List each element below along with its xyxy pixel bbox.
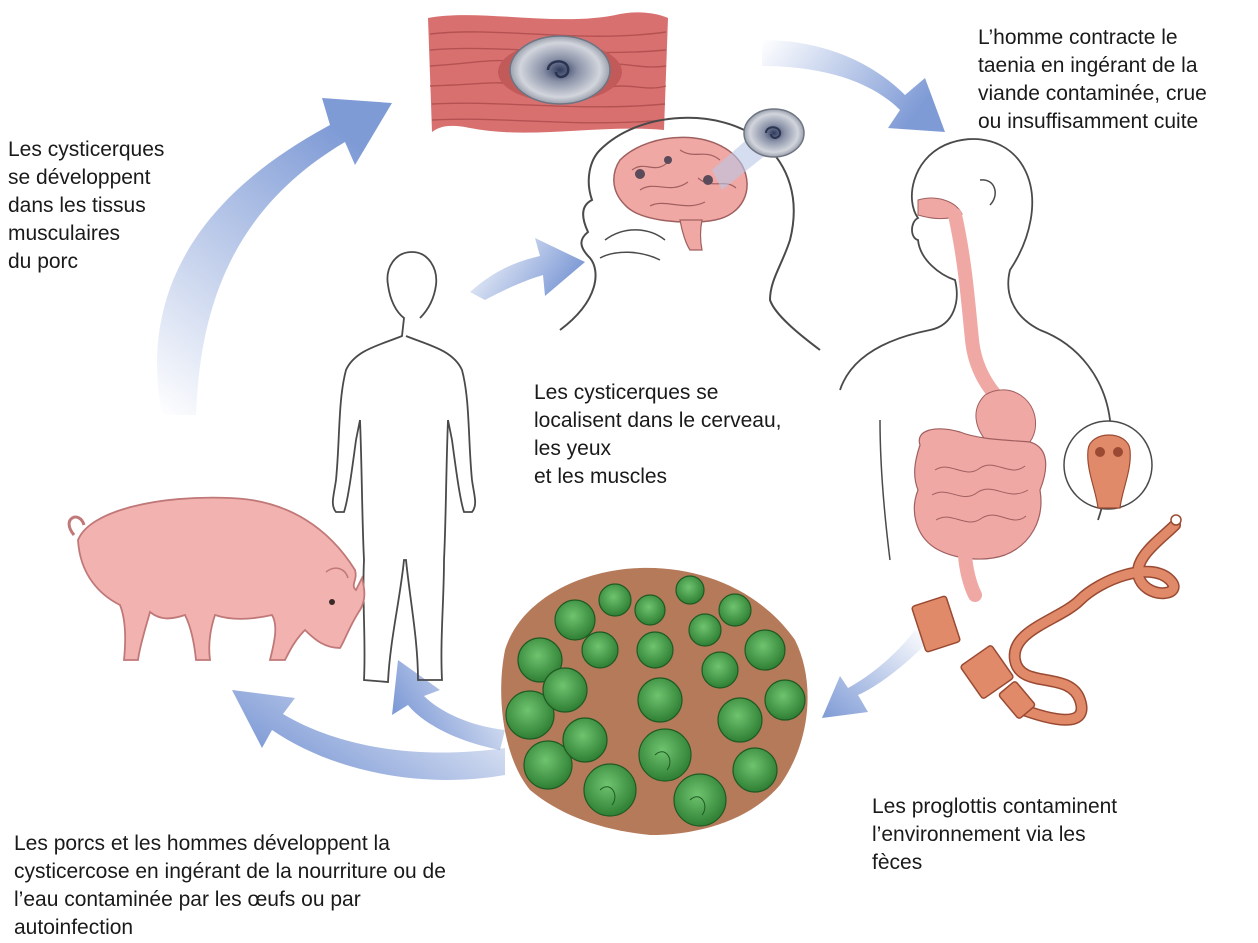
label-muscle-development: Les cysticerques se développent dans les…	[8, 136, 164, 276]
label-cysticercosis-transmission: Les porcs et les hommes développent la c…	[14, 830, 446, 942]
tapeworm-strobila	[1015, 515, 1181, 720]
label-environment-contamination: Les proglottis contaminent l’environneme…	[872, 793, 1117, 877]
arrow-pig-to-muscle	[157, 98, 392, 415]
label-cyst-localisation: Les cysticerques se localisent dans le c…	[534, 379, 781, 491]
pig	[69, 498, 364, 660]
arrow-field-to-human	[392, 660, 505, 750]
cysticercus-cyst-eye	[744, 109, 804, 157]
arrow-body-to-brain	[470, 238, 585, 300]
cysticercus-cyst-muscle	[510, 36, 610, 104]
tapeworm-scolex-detail	[1064, 421, 1152, 509]
cabbage-field	[501, 568, 807, 835]
label-human-ingestion: L’homme contracte le taenia en ingérant …	[978, 24, 1207, 136]
arrow-feces-to-field	[822, 630, 930, 718]
human-torso-digestive-system	[840, 139, 1110, 595]
